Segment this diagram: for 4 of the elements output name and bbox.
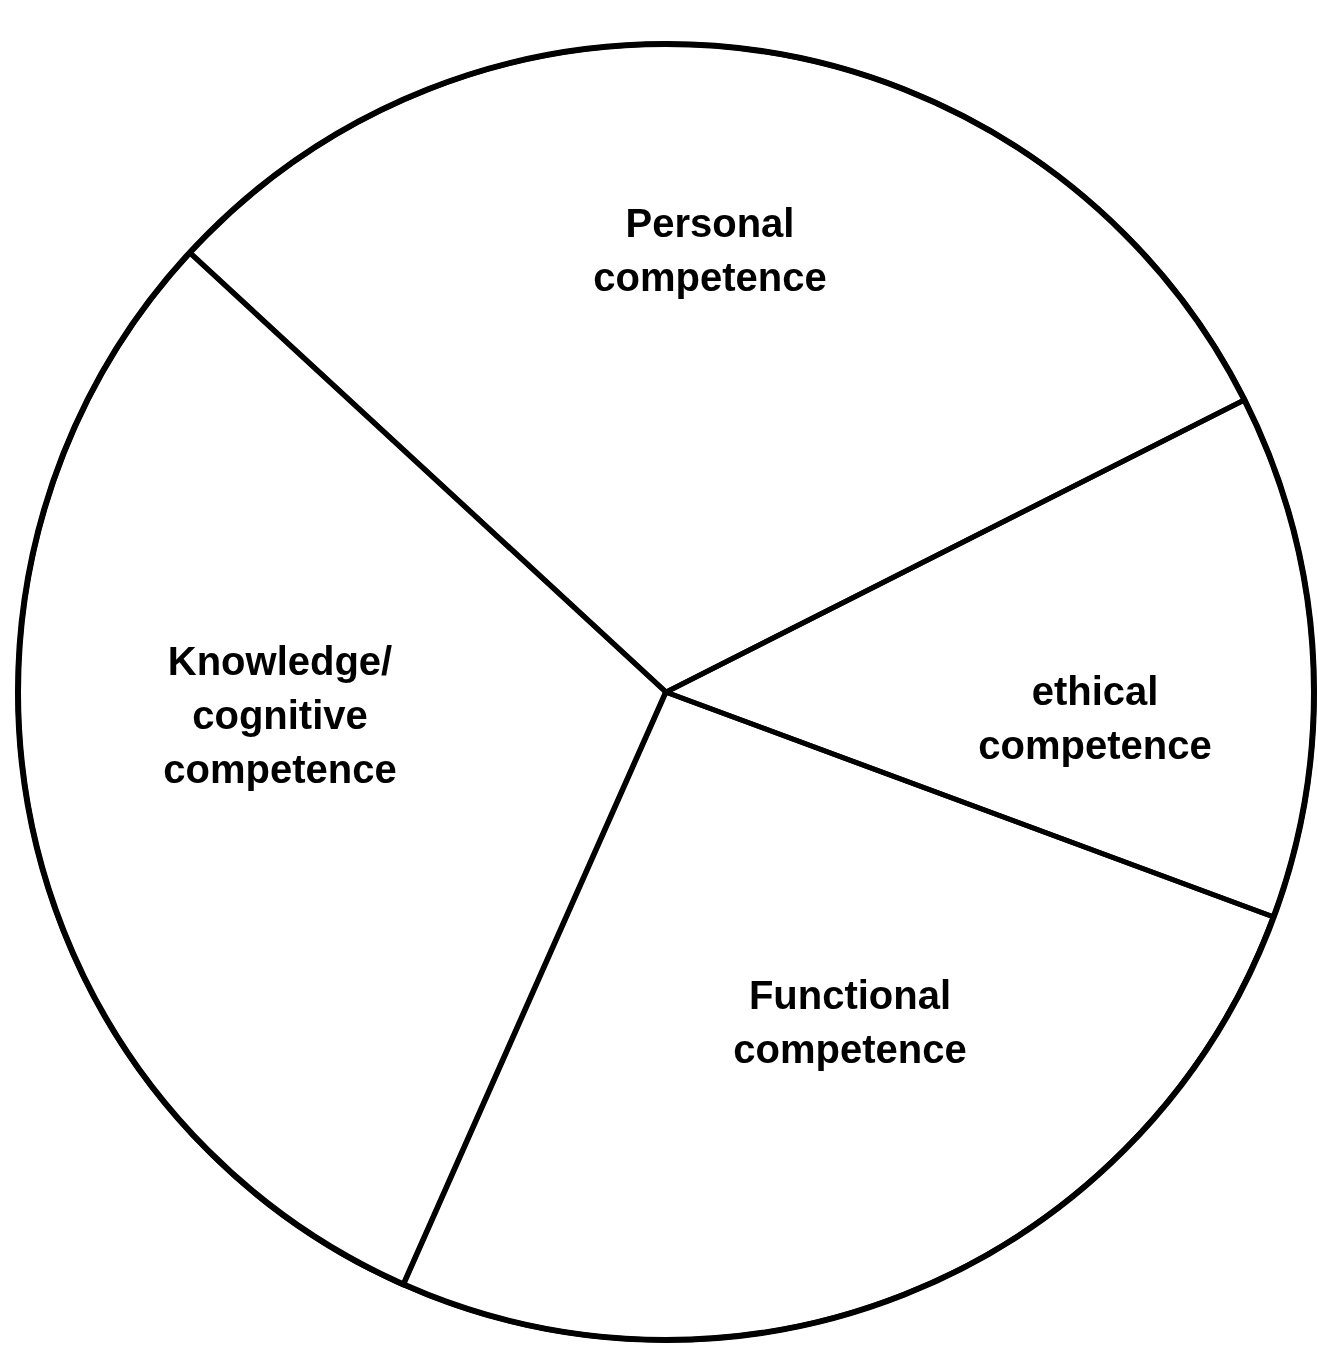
sector-label: ethical competence [977, 668, 1213, 769]
sector-label: Functional competence [732, 972, 968, 1073]
sector-label: Personal competence [592, 200, 828, 301]
sector-label: Knowledge/ cognitive competence [162, 638, 398, 793]
